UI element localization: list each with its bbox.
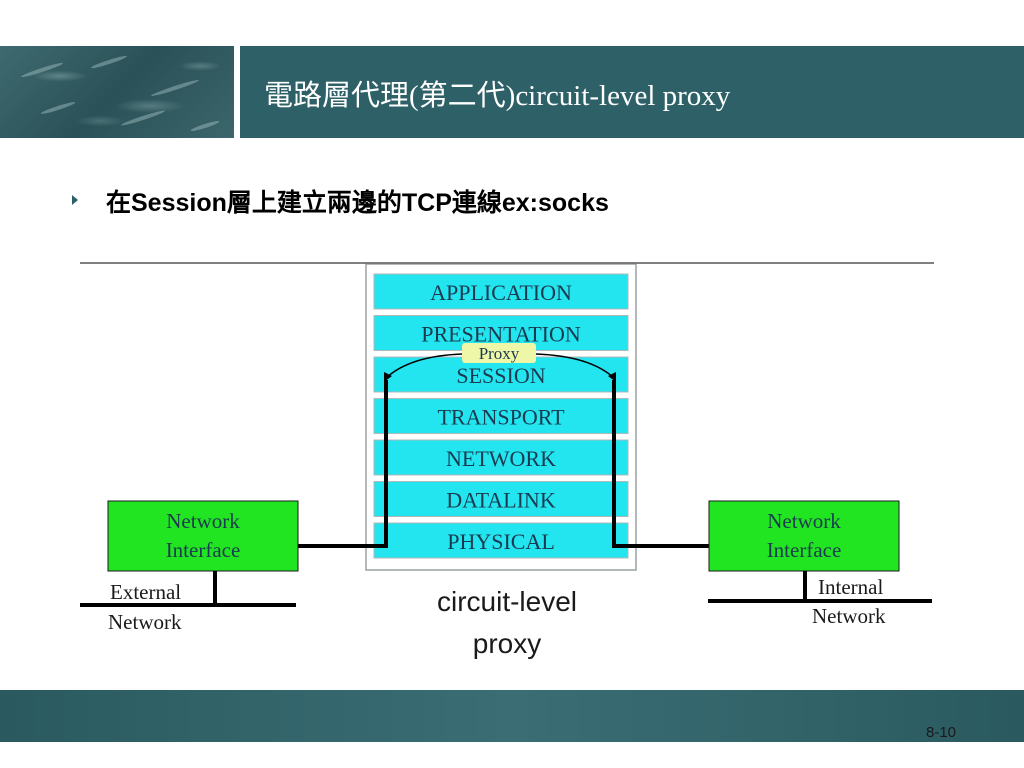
right-interface-line2: Interface <box>767 538 842 562</box>
proxy-arc-right <box>535 353 615 379</box>
bullet-text: 在Session層上建立兩邊的TCP連線ex:socks <box>106 189 609 217</box>
left-network-interface <box>107 500 299 572</box>
layer-box-transport <box>373 398 629 434</box>
internal-network-line1: Internal <box>818 575 883 599</box>
external-network-line2: Network <box>108 610 182 634</box>
right-interface-line1: Network <box>767 509 841 533</box>
layer-label-datalink: DATALINK <box>446 488 556 513</box>
left-interface-line2: Interface <box>166 538 241 562</box>
layer-box-application <box>373 273 629 310</box>
proxy-highlight <box>462 343 536 363</box>
external-network-line1: External <box>110 580 181 604</box>
right-connection-line <box>612 380 710 548</box>
slide-title: 電路層代理(第二代)circuit-level proxy <box>264 80 731 112</box>
left-interface-line1: Network <box>166 509 240 533</box>
layer-label-transport: TRANSPORT <box>437 405 565 430</box>
left-connection-line <box>298 380 388 548</box>
arrow-left-icon <box>384 372 392 382</box>
layer-box-physical <box>373 522 629 559</box>
proxy-arc-left <box>385 353 463 379</box>
layer-label-application: APPLICATION <box>430 280 572 305</box>
layer-box-network <box>373 439 629 476</box>
layer-label-network: NETWORK <box>446 446 556 471</box>
osi-layers: APPLICATION PRESENTATION SESSION TRANSPORT N… <box>373 273 629 559</box>
layer-label-physical: PHYSICAL <box>447 529 555 554</box>
arrow-right-icon <box>608 372 616 382</box>
caption-line2: proxy <box>473 628 541 659</box>
layer-box-datalink <box>373 481 629 517</box>
layer-label-presentation: PRESENTATION <box>421 322 581 347</box>
layer-label-session: SESSION <box>456 363 545 388</box>
banner-fish-image <box>0 46 234 138</box>
bullet-marker-icon <box>72 195 78 205</box>
right-network-interface <box>708 500 900 572</box>
title-bar <box>240 46 1024 138</box>
banner-divider <box>234 46 240 138</box>
footer-bar <box>0 690 1024 742</box>
caption-line1: circuit-level <box>437 586 577 617</box>
proxy-label: Proxy <box>479 344 520 363</box>
page-number: 8-10 <box>926 724 957 741</box>
internal-network-line2: Network <box>812 604 886 628</box>
